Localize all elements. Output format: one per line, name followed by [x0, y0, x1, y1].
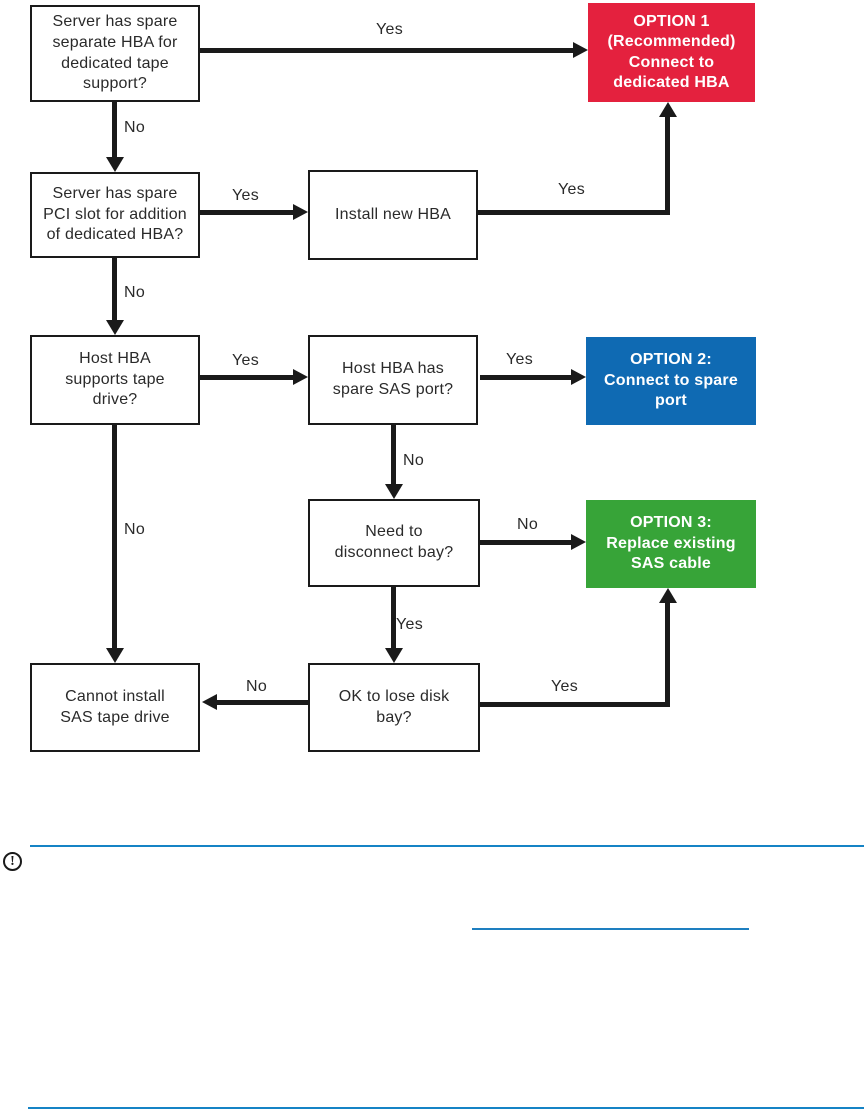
node-option-3-replace-cable: OPTION 3: Replace existing SAS cable: [586, 500, 756, 588]
node-action-install-new-hba: Install new HBA: [308, 170, 478, 260]
node-question-lose-disk-bay: OK to lose disk bay?: [308, 663, 480, 752]
node-text: Need to disconnect bay?: [334, 523, 454, 561]
arrowhead-right-icon: [573, 42, 588, 58]
edge-pci-slot-to-install: [200, 210, 296, 215]
edge-lose-bay-to-option3-vertical: [665, 600, 670, 707]
edge-label-no: No: [124, 284, 146, 301]
edge-label-no: No: [517, 516, 539, 533]
node-text: Cannot install SAS tape drive: [60, 687, 170, 726]
section-divider-rule: [30, 845, 864, 847]
option-text: OPTION 2: Connect to spare port: [604, 351, 738, 410]
edge-hba-supports-to-spare-port: [200, 375, 296, 380]
edge-spare-port-to-option2: [480, 375, 572, 380]
edge-lose-bay-to-cannot-install: [216, 700, 308, 705]
edge-pci-slot-to-hba-supports: [112, 258, 117, 322]
edge-install-to-option1-horizontal: [478, 210, 670, 215]
arrowhead-up-icon: [659, 588, 677, 603]
node-terminal-cannot-install: Cannot install SAS tape drive: [30, 663, 200, 752]
option-text: OPTION 1 (Recommended) Connect to dedica…: [607, 12, 736, 91]
edge-disconnect-bay-to-lose-bay: [391, 587, 396, 650]
arrowhead-down-icon: [106, 320, 124, 335]
arrowhead-right-icon: [571, 534, 586, 550]
edge-spare-port-to-disconnect-bay: [391, 425, 396, 486]
exclamation-mark: !: [10, 853, 15, 869]
arrowhead-down-icon: [106, 648, 124, 663]
edge-label-yes: Yes: [558, 181, 586, 198]
arrowhead-right-icon: [293, 204, 308, 220]
node-text: Server has spare PCI slot for addition o…: [43, 184, 187, 244]
edge-label-no: No: [403, 452, 425, 469]
node-question-spare-hba: Server has spare separate HBA for dedica…: [30, 5, 200, 102]
edge-label-no: No: [124, 521, 146, 538]
node-question-spare-sas-port: Host HBA has spare SAS port?: [308, 335, 478, 425]
edge-label-yes: Yes: [396, 616, 424, 633]
node-text: Host HBA supports tape drive?: [65, 349, 165, 409]
edge-disconnect-bay-to-option3: [480, 540, 572, 545]
edge-label-no: No: [246, 678, 268, 695]
node-question-hba-supports-tape: Host HBA supports tape drive?: [30, 335, 200, 425]
arrowhead-down-icon: [385, 484, 403, 499]
edge-install-to-option1-vertical: [665, 114, 670, 215]
arrowhead-right-icon: [293, 369, 308, 385]
important-notice-icon: !: [3, 852, 22, 871]
node-question-pci-slot: Server has spare PCI slot for addition o…: [30, 172, 200, 258]
node-text: Host HBA has spare SAS port?: [332, 360, 454, 398]
arrowhead-up-icon: [659, 102, 677, 117]
hyperlink-underline[interactable]: [472, 928, 749, 930]
edge-label-yes: Yes: [232, 352, 260, 369]
edge-label-yes: Yes: [506, 351, 534, 368]
option-text: OPTION 3: Replace existing SAS cable: [606, 514, 736, 573]
node-text: OK to lose disk bay?: [338, 687, 450, 726]
arrowhead-down-icon: [385, 648, 403, 663]
edge-lose-bay-to-option3-horizontal: [480, 702, 670, 707]
arrowhead-left-icon: [202, 694, 217, 710]
arrowhead-down-icon: [106, 157, 124, 172]
arrowhead-right-icon: [571, 369, 586, 385]
node-text: Server has spare separate HBA for dedica…: [52, 12, 178, 93]
edge-hba-supports-to-cannot-install: [112, 425, 117, 650]
edge-label-yes: Yes: [376, 21, 404, 38]
node-text: Install new HBA: [335, 205, 451, 223]
edge-label-yes: Yes: [551, 678, 579, 695]
edge-label-no: No: [124, 119, 146, 136]
node-option-1-dedicated-hba: OPTION 1 (Recommended) Connect to dedica…: [588, 3, 755, 102]
edge-spare-hba-to-option1: [200, 48, 574, 53]
edge-label-yes: Yes: [232, 187, 260, 204]
node-question-disconnect-bay: Need to disconnect bay?: [308, 499, 480, 587]
edge-spare-hba-to-pci-slot: [112, 102, 117, 160]
node-option-2-spare-port: OPTION 2: Connect to spare port: [586, 337, 756, 425]
page-bottom-rule: [28, 1107, 864, 1109]
